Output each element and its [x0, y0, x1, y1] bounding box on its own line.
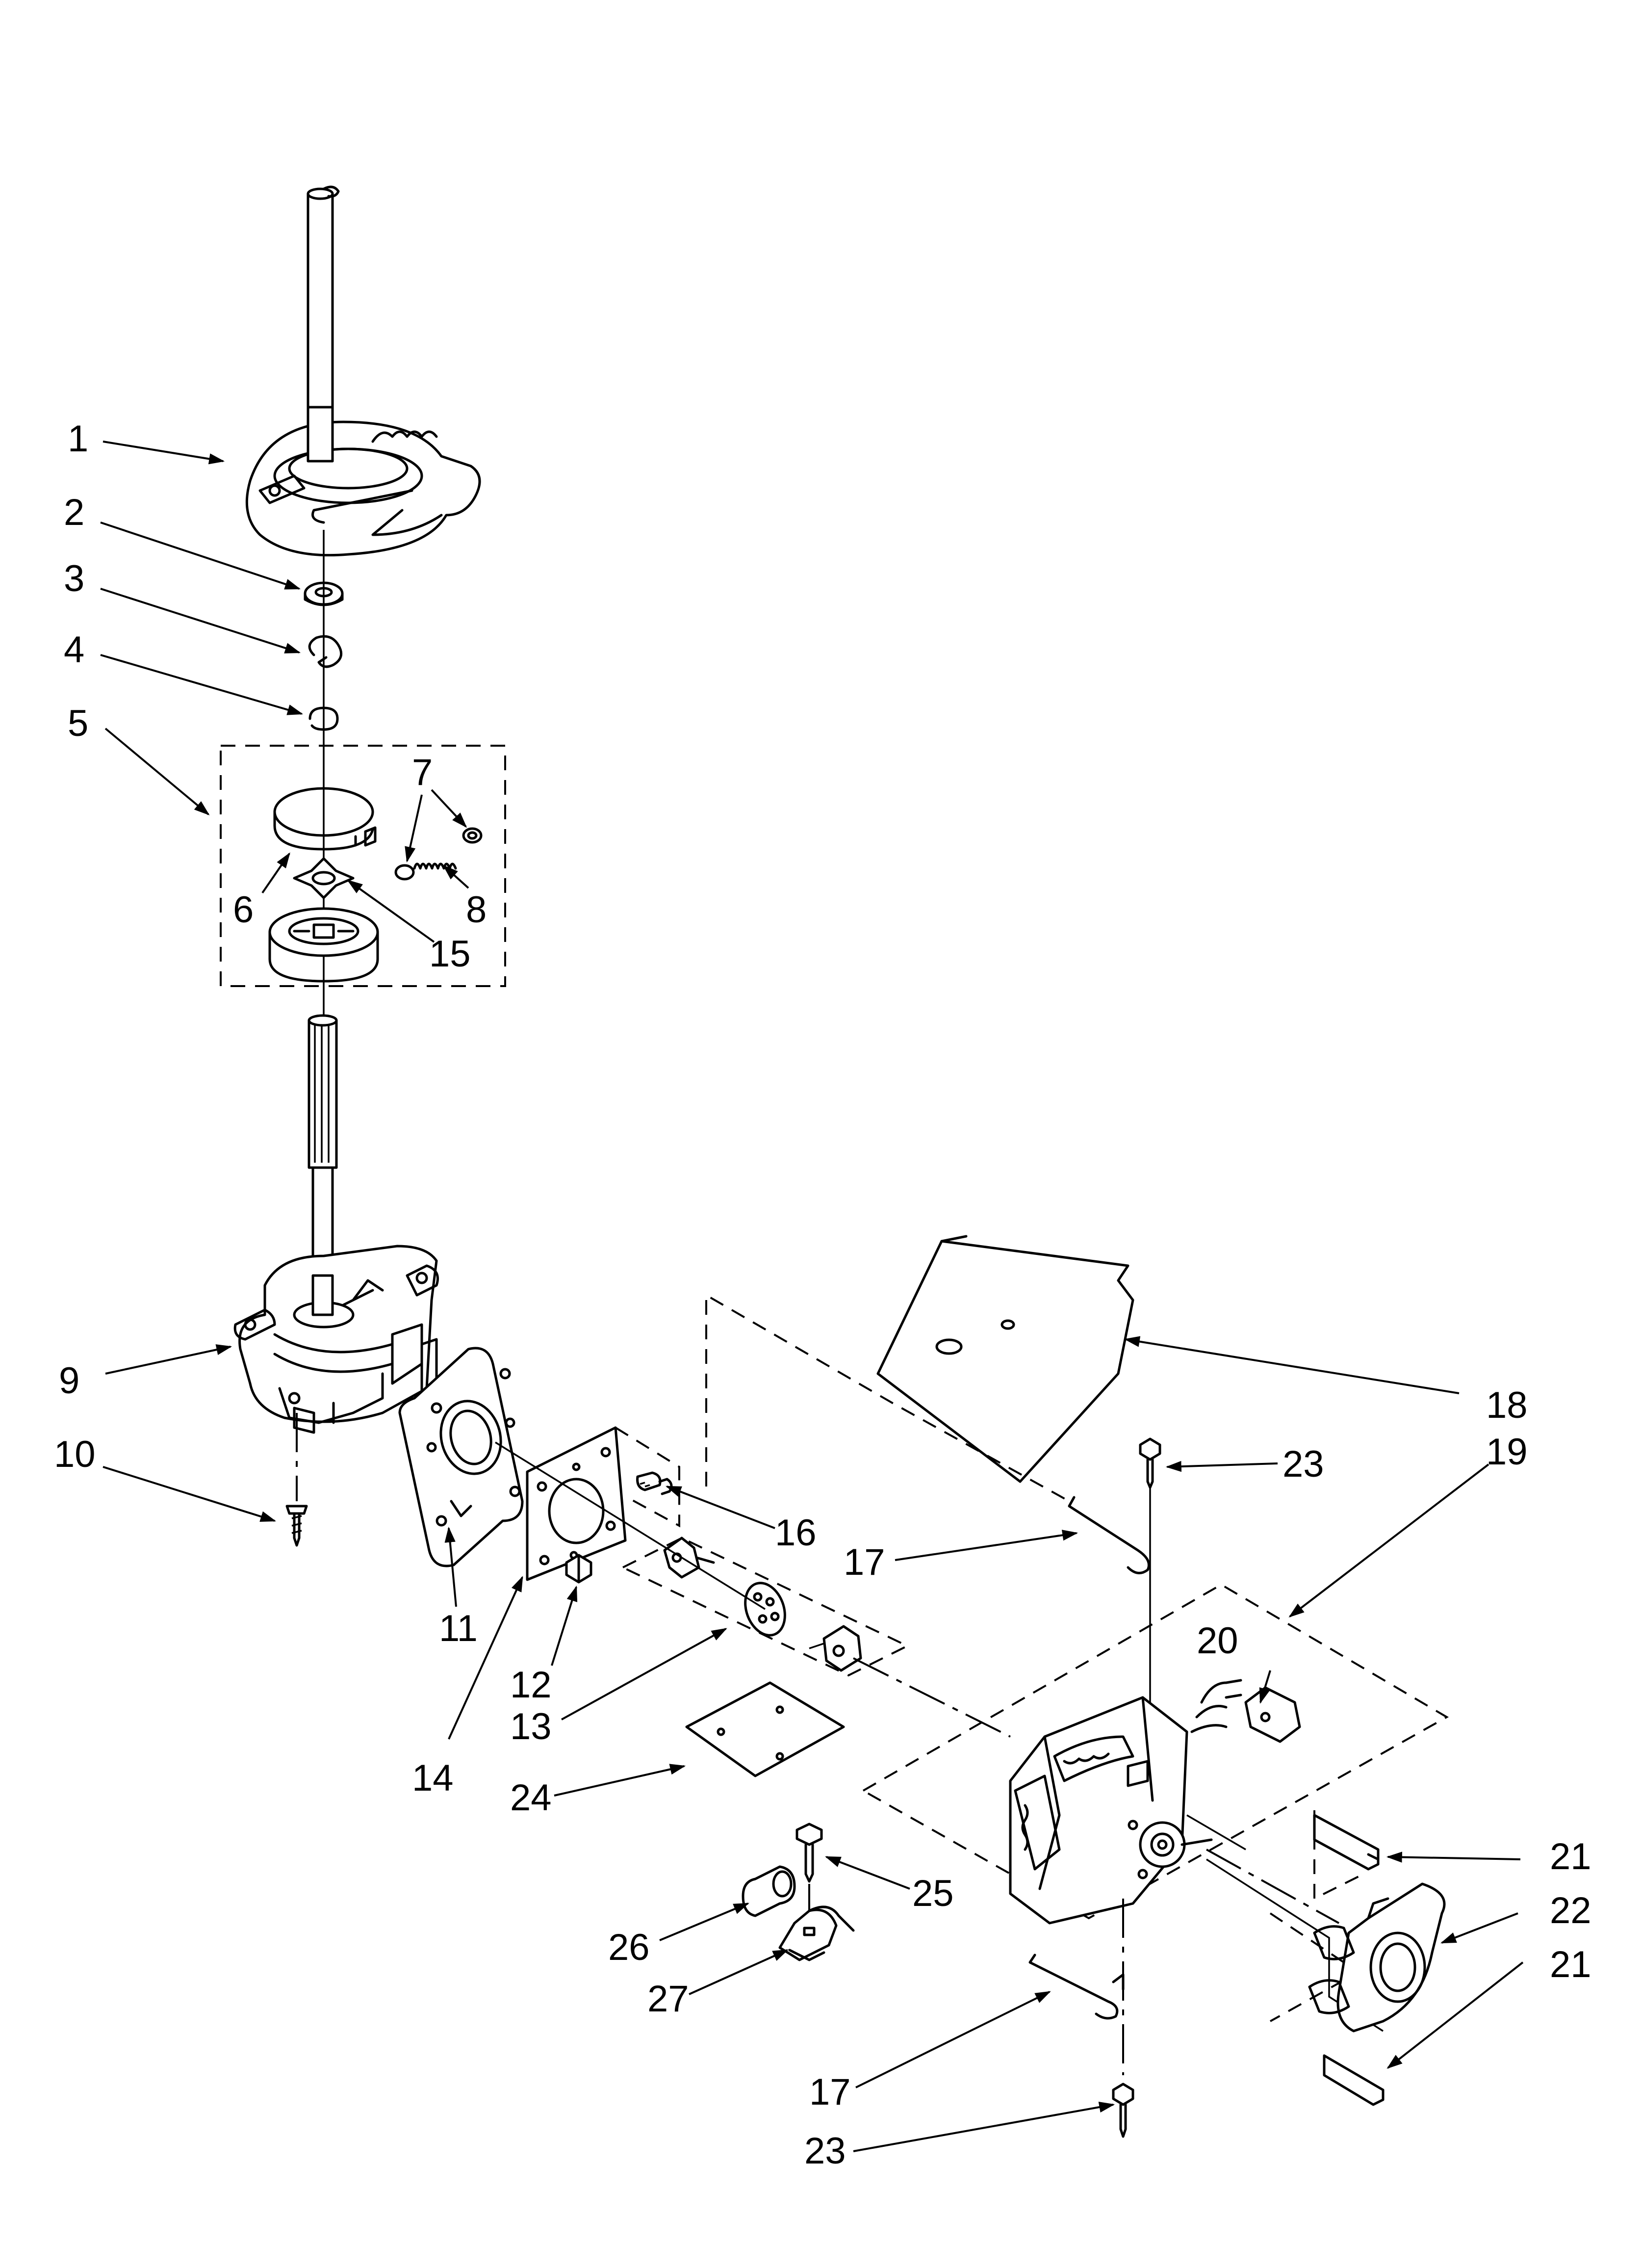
motor-screw-lower	[1112, 2083, 1134, 2138]
drive-shaft	[308, 1014, 338, 1316]
callout-22: 22	[1550, 1890, 1591, 1931]
callout-18: 18	[1486, 1384, 1528, 1426]
nut	[565, 1554, 592, 1584]
mounting-plate	[398, 1347, 524, 1567]
callout-20: 20	[1197, 1620, 1238, 1662]
callout-2: 2	[64, 492, 84, 533]
callout-14: 14	[412, 1757, 454, 1799]
callout-17-lower: 17	[809, 2071, 851, 2113]
shield-plate	[685, 1681, 845, 1777]
clutch-driver	[293, 857, 355, 899]
clutch-assembly-box	[220, 745, 506, 987]
callout-10: 10	[54, 1434, 96, 1475]
callout-21-lower: 21	[1550, 1944, 1591, 1985]
callout-23-upper: 23	[1283, 1443, 1324, 1485]
callout-labels: 1 2 3 4 5 6 7 8 9 10 11 12 13 14 15 16 1…	[54, 418, 1591, 2172]
drain-pump	[1308, 1882, 1446, 2033]
callout-26: 26	[608, 1927, 650, 1968]
brake-cam-assembly	[245, 406, 481, 557]
callout-23-lower: 23	[804, 2130, 846, 2172]
callout-11: 11	[439, 1608, 478, 1649]
motor-shield	[876, 1235, 1134, 1483]
motor-clamp	[778, 1905, 855, 1961]
clamp-screw	[795, 1823, 823, 1928]
callout-17-upper: 17	[844, 1541, 885, 1583]
callout-16: 16	[775, 1512, 817, 1554]
callout-4: 4	[64, 629, 84, 671]
snap-ring	[308, 706, 339, 731]
callout-19: 19	[1486, 1431, 1528, 1473]
motor-switch	[1190, 1679, 1301, 1743]
bracket-upper	[1313, 1814, 1380, 1871]
coupling	[663, 1537, 862, 1672]
bracket-lower	[1323, 2054, 1385, 2106]
callout-6: 6	[233, 889, 254, 931]
gearcase-screw	[285, 1413, 308, 1547]
clutch-band	[273, 787, 377, 851]
callout-5: 5	[68, 703, 88, 744]
callout-12: 12	[510, 1664, 552, 1706]
callout-21-upper: 21	[1550, 1836, 1591, 1877]
leader-lines	[100, 441, 1524, 2152]
clutch-hub	[268, 907, 379, 983]
callout-25: 25	[912, 1873, 954, 1914]
wire-clip-upper	[1068, 1496, 1150, 1574]
callout-3: 3	[64, 558, 84, 600]
drive-motor	[1009, 1696, 1213, 1925]
callout-9: 9	[59, 1360, 79, 1402]
wire-clip-lower	[1028, 1954, 1125, 2020]
callout-1: 1	[68, 418, 88, 460]
bushing	[742, 1865, 796, 1917]
motor-assembly-box	[861, 1583, 1449, 1920]
gasket	[526, 1426, 627, 1581]
callout-13: 13	[510, 1706, 552, 1747]
motor-screw-upper	[1139, 1437, 1161, 1717]
clutch-spring	[413, 862, 457, 870]
bolt	[636, 1471, 673, 1495]
callout-8: 8	[466, 889, 487, 931]
retaining-clip	[308, 635, 343, 668]
callout-24: 24	[510, 1777, 552, 1819]
callout-7: 7	[412, 752, 433, 793]
callout-27: 27	[647, 1978, 689, 2020]
callout-15: 15	[429, 933, 471, 975]
gearcase	[233, 1245, 439, 1434]
spring-caps	[394, 827, 483, 881]
